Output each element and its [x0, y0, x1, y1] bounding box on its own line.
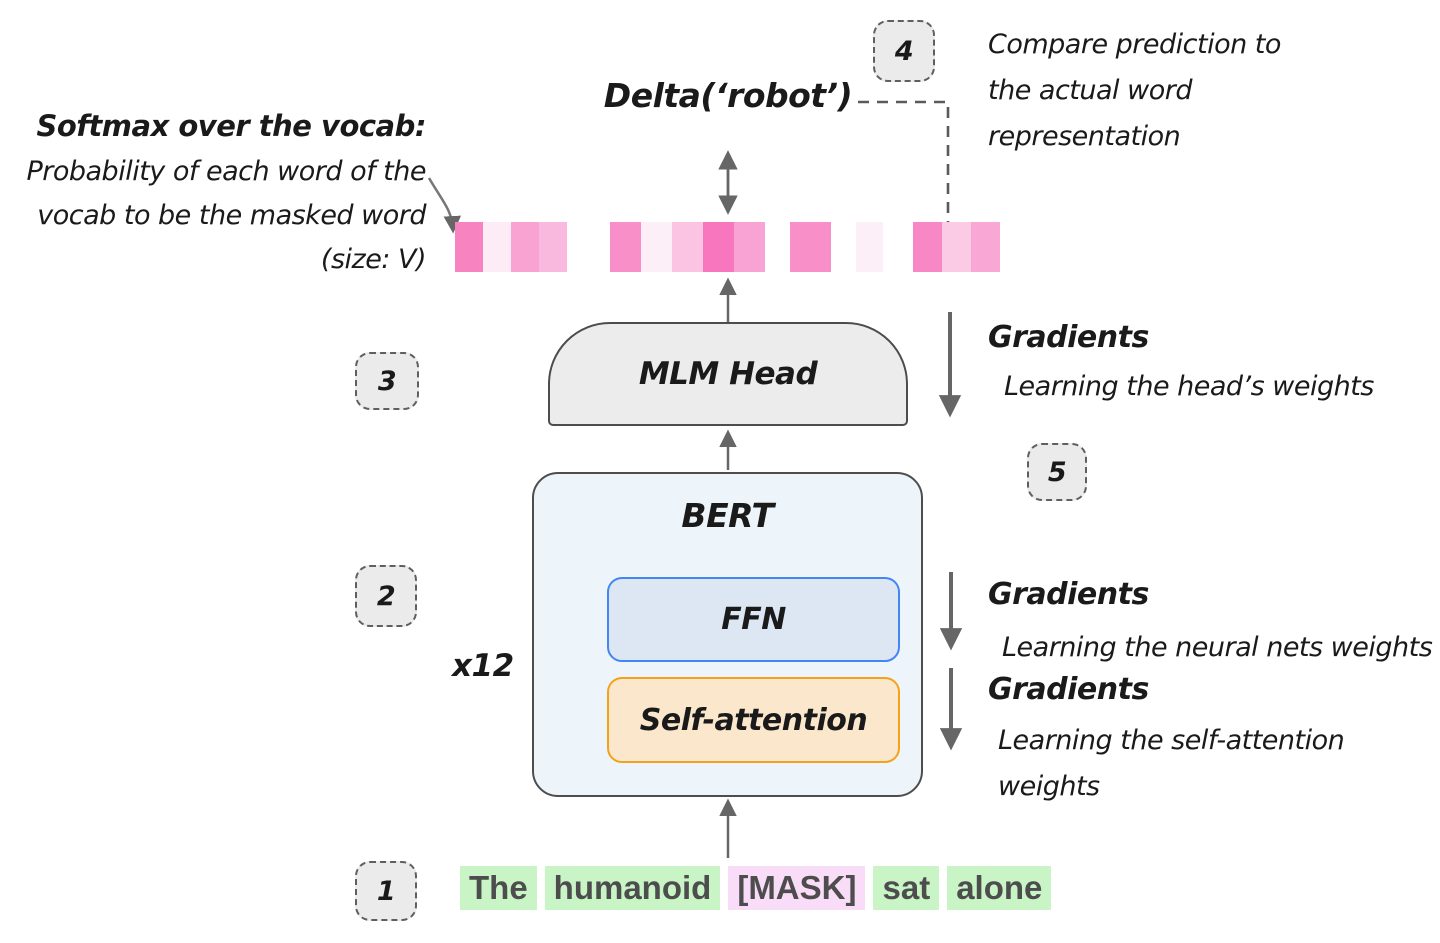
softmax-annotation-line: (size: V): [320, 244, 427, 275]
compare-annotation-line: the actual word: [988, 75, 1192, 106]
probability-cell: [672, 222, 703, 272]
probability-cell: [942, 222, 971, 272]
probability-cell: [856, 222, 883, 272]
gradients-attention-subtitle: Learning the self-attention weights: [998, 718, 1345, 810]
probability-cell: [610, 222, 641, 272]
gradients-head-subtitle: Learning the head’s weights: [1004, 371, 1374, 402]
probability-cell: [641, 222, 672, 272]
step-badge-3: 3: [355, 352, 419, 410]
self-attention-block: Self-attention: [607, 677, 900, 763]
probability-cell: [483, 222, 511, 272]
softmax-annotation-line: vocab to be the masked word: [37, 200, 426, 231]
probability-cell: [703, 222, 734, 272]
step-badge-2: 2: [355, 565, 417, 627]
input-token: alone: [947, 866, 1052, 910]
softmax-annotation: Softmax over the vocab: Probability of e…: [8, 102, 426, 282]
probability-cell: [511, 222, 539, 272]
probability-cell: [455, 222, 483, 272]
gradients-ffn-title: Gradients: [988, 577, 1149, 612]
input-token: humanoid: [544, 866, 721, 910]
probability-strip: [0, 222, 1440, 272]
softmax-annotation-line: Probability of each word of the: [26, 156, 426, 187]
input-token: sat: [873, 866, 940, 910]
gradients-attention-subtitle-line: weights: [998, 771, 1100, 802]
bert-title: BERT: [681, 496, 774, 535]
compare-annotation: Compare prediction to the actual word re…: [988, 22, 1281, 160]
step-badge-5: 5: [1027, 443, 1087, 501]
mlm-head-block: MLM Head: [548, 322, 908, 426]
compare-annotation-line: Compare prediction to: [988, 29, 1281, 60]
probability-cell: [913, 222, 942, 272]
probability-cell: [734, 222, 765, 272]
step-badge-4: 4: [873, 20, 935, 82]
x12-repeat-label: x12: [452, 648, 514, 684]
gradients-head-title: Gradients: [988, 320, 1149, 355]
softmax-annotation-title: Softmax over the vocab:: [36, 109, 427, 143]
ffn-block: FFN: [607, 577, 900, 662]
compare-annotation-line: representation: [988, 121, 1181, 152]
input-token: The: [460, 866, 537, 910]
probability-cell: [971, 222, 1000, 272]
delta-robot-label: Delta(‘robot’): [603, 76, 853, 115]
gradients-attention-title: Gradients: [988, 672, 1149, 707]
gradients-ffn-subtitle: Learning the neural nets weights: [1002, 632, 1433, 663]
mask-token: [MASK]: [728, 866, 866, 910]
gradients-attention-subtitle-line: Learning the self-attention: [998, 725, 1345, 756]
step-badge-1: 1: [355, 861, 417, 921]
probability-cell: [790, 222, 831, 272]
probability-cell: [539, 222, 567, 272]
